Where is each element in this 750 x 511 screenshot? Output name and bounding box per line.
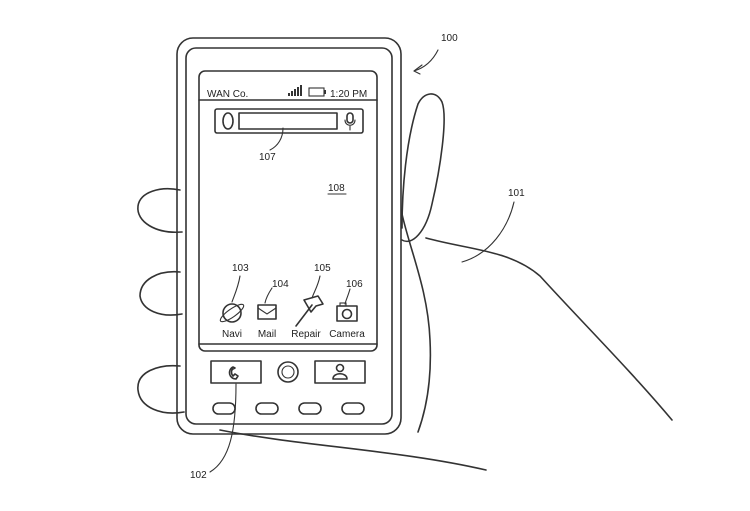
hardware-button-1[interactable] <box>212 402 236 415</box>
time-label: 1:20 PM <box>330 89 367 100</box>
leader-102 <box>209 383 237 473</box>
hand <box>137 93 673 471</box>
ref-105: 105 <box>314 263 331 274</box>
ref-106: 106 <box>346 279 363 290</box>
ref-100: 100 <box>441 33 458 44</box>
envelope-icon <box>257 304 277 320</box>
finger-bottom <box>137 364 185 414</box>
leader-107 <box>269 127 284 151</box>
home-circle-icon[interactable] <box>277 361 299 383</box>
battery-icon <box>308 87 326 97</box>
thumb <box>401 93 445 243</box>
wrist-right <box>425 237 673 421</box>
leader-105 <box>311 275 321 299</box>
app-icon-mail[interactable] <box>257 304 277 320</box>
leader-101 <box>461 201 515 263</box>
finger-middle <box>139 271 183 316</box>
palm-contour <box>401 213 432 433</box>
hardware-button-3[interactable] <box>298 402 322 415</box>
app-label-mail: Mail <box>258 329 276 340</box>
hardware-button-2[interactable] <box>255 402 279 415</box>
microphone-icon[interactable] <box>344 112 356 131</box>
phone-button[interactable] <box>210 360 262 384</box>
ref-101: 101 <box>508 188 525 199</box>
camera-icon[interactable] <box>336 302 358 322</box>
app-label-camera: Camera <box>329 329 365 340</box>
circle-icon[interactable] <box>222 112 234 130</box>
carrier-label: WAN Co. <box>207 89 248 100</box>
globe-icon <box>222 303 242 323</box>
phone-outer-frame <box>176 37 402 435</box>
app-icon-navi[interactable] <box>218 302 246 325</box>
search-bar[interactable] <box>214 108 364 134</box>
ref-104: 104 <box>272 279 289 290</box>
reference-labels: 100 101 107 108 103 104 105 106 102 <box>190 33 525 481</box>
phone-inner-frame <box>185 47 393 425</box>
ref-107: 107 <box>259 152 276 163</box>
phone: WAN Co. 1:20 PM <box>176 37 402 435</box>
contact-button[interactable] <box>314 360 366 384</box>
search-input[interactable] <box>238 112 338 130</box>
app-label-navi: Navi <box>222 329 242 340</box>
phone-icon <box>228 366 239 380</box>
arrowhead-100 <box>413 64 423 75</box>
ref-102: 102 <box>190 470 207 481</box>
ref-103: 103 <box>232 263 249 274</box>
leader-104 <box>264 287 273 304</box>
app-label-repair: Repair <box>291 329 321 340</box>
ref-108: 108 <box>328 183 345 194</box>
leader-100 <box>413 49 439 72</box>
palm-bottom <box>219 429 487 471</box>
contact-icon <box>332 363 348 380</box>
finger-top <box>137 188 183 233</box>
signal-icon <box>288 85 302 96</box>
leader-106 <box>344 288 351 305</box>
hammer-icon[interactable] <box>295 295 324 327</box>
screen <box>198 70 378 352</box>
hardware-button-4[interactable] <box>341 402 365 415</box>
leader-103 <box>231 275 241 303</box>
